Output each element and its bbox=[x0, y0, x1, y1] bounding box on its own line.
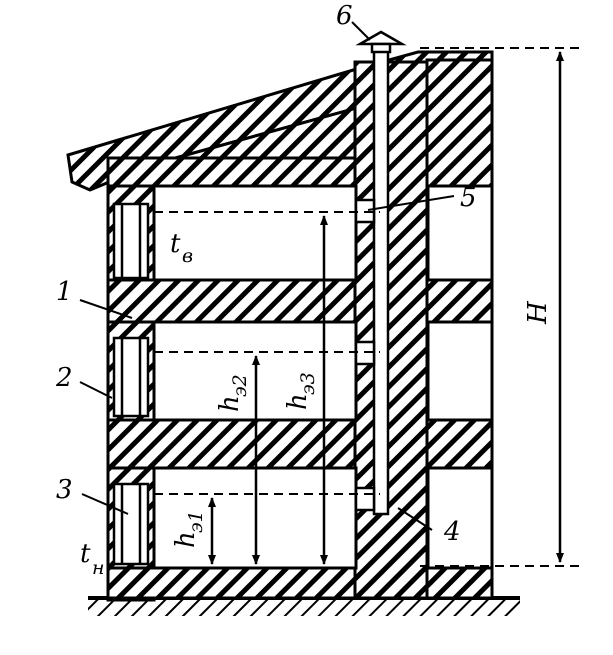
t-outside-label: t н bbox=[80, 539, 105, 579]
callout-2: 2 bbox=[55, 363, 73, 393]
callout-1: 1 bbox=[56, 277, 73, 307]
svg-text:н: н bbox=[92, 557, 105, 579]
svg-text:h: h bbox=[215, 395, 245, 412]
svg-text:э1: э1 bbox=[185, 510, 207, 533]
vent-duct bbox=[372, 44, 390, 516]
symbols: t в t н h э1 h э2 h э3 H bbox=[80, 229, 553, 579]
duct-opening-1 bbox=[354, 486, 376, 512]
svg-text:h: h bbox=[171, 531, 201, 548]
svg-text:h: h bbox=[283, 393, 313, 410]
window-1 bbox=[112, 482, 150, 566]
room-right-1 bbox=[426, 466, 494, 570]
window-3 bbox=[112, 202, 150, 280]
callout-6: 6 bbox=[336, 1, 353, 31]
room-right-3 bbox=[426, 184, 494, 282]
inner-wall bbox=[353, 60, 429, 600]
callout-3: 3 bbox=[56, 475, 73, 505]
room-right-2 bbox=[426, 320, 494, 422]
svg-text:э3: э3 bbox=[297, 372, 319, 395]
callout-5: 5 bbox=[460, 183, 477, 213]
h-e3-label: h э3 bbox=[283, 372, 319, 410]
building-walls bbox=[66, 50, 494, 602]
t-inside-label: t в bbox=[170, 229, 193, 267]
callout-4: 4 bbox=[443, 517, 461, 547]
leader-lines bbox=[79, 21, 455, 531]
svg-text:t: t bbox=[170, 229, 181, 259]
h-e2-label: h э2 bbox=[215, 374, 251, 412]
H-label: H bbox=[523, 300, 553, 325]
windows bbox=[112, 202, 150, 566]
svg-text:э2: э2 bbox=[229, 374, 251, 397]
dashed-lines bbox=[154, 47, 580, 567]
svg-text:в: в bbox=[182, 245, 193, 267]
callouts: 1 2 3 4 5 6 bbox=[55, 1, 477, 547]
dimension-arrows bbox=[208, 51, 564, 565]
svg-text:t: t bbox=[80, 539, 91, 569]
window-2 bbox=[112, 336, 150, 418]
roof-cap bbox=[355, 30, 407, 54]
h-e1-label: h э1 bbox=[171, 510, 207, 548]
